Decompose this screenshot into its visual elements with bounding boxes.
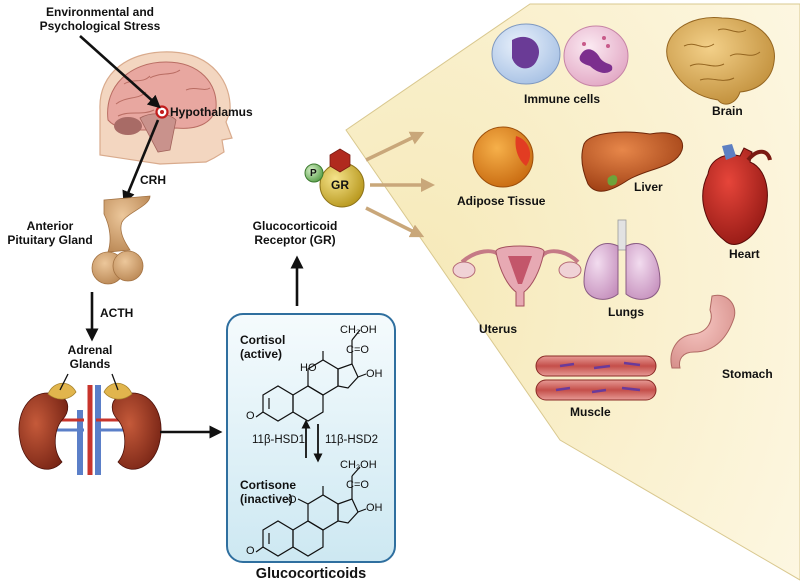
cortisone-o: O — [246, 545, 255, 557]
pituitary-label: Anterior Pituitary Gland — [0, 219, 100, 247]
liver-label: Liver — [634, 180, 663, 194]
crh-arrow — [122, 119, 160, 205]
cortisone-oh: OH — [366, 502, 383, 514]
stress-arrow — [79, 35, 161, 109]
phospho-badge-label: P — [310, 168, 317, 179]
adrenal-pointer-left — [59, 373, 69, 391]
hsd2-label: 11β-HSD2 — [325, 434, 379, 446]
brain-label: Brain — [712, 104, 743, 118]
lungs-label: Lungs — [608, 305, 644, 319]
heart-illustration — [702, 144, 772, 245]
adrenal-label: Adrenal Glands — [40, 343, 140, 371]
cortisone-co: C=O — [346, 479, 369, 491]
adipose-label: Adipose Tissue — [457, 194, 546, 208]
muscle-label: Muscle — [570, 405, 611, 419]
receptor-illustration — [304, 148, 365, 208]
adrenal-line1: Adrenal — [67, 343, 113, 357]
lungs-illustration — [583, 219, 661, 300]
head-brain-illustration — [99, 51, 233, 165]
heart-label: Heart — [729, 247, 760, 261]
cortisol-co: C=O — [346, 344, 369, 356]
cortisol-ho: HO — [300, 362, 317, 374]
pituitary-line1: Anterior — [26, 219, 74, 233]
crh-label: CRH — [140, 173, 166, 187]
cortisone-structure — [255, 466, 367, 557]
adrenal-kidney-illustration — [18, 382, 162, 475]
acth-label: ACTH — [100, 306, 134, 320]
adrenal-pointer-right — [111, 373, 119, 391]
glucocorticoids-title: Glucocorticoids — [255, 566, 367, 582]
immune-cells-label: Immune cells — [524, 92, 601, 106]
uterus-label: Uterus — [479, 322, 518, 336]
cortisol-o: O — [246, 410, 255, 422]
receptor-line2: Receptor (GR) — [254, 233, 336, 247]
muscle-illustration — [535, 355, 657, 401]
adipose-illustration — [472, 126, 534, 188]
brain-illustration — [666, 17, 775, 105]
cortisol-name: Cortisol — [240, 333, 286, 347]
stomach-illustration — [670, 294, 736, 369]
ligand-hexagon — [329, 148, 351, 173]
hypothalamus-label: Hypothalamus — [170, 105, 253, 119]
cortisol-label: Cortisol (active) — [240, 333, 285, 361]
hsd1-label: 11β-HSD1 — [252, 434, 306, 446]
receptor-target-arrows — [365, 131, 435, 238]
cortisone-keto-o: O — [288, 494, 297, 506]
stomach-label: Stomach — [722, 367, 773, 381]
target-tissues-panel — [345, 3, 800, 581]
cortisol-state: (active) — [240, 347, 283, 361]
gr-badge-label: GR — [331, 178, 349, 192]
cortisone-label: Cortisone (inactive) — [240, 478, 296, 506]
receptor-line1: Glucocorticoid — [252, 219, 338, 233]
cortisol-structure — [255, 329, 367, 422]
liver-illustration — [581, 131, 684, 192]
stress-source-line2: Psychological Stress — [39, 19, 161, 33]
pituitary-gland-illustration — [91, 195, 151, 285]
cortisol-ch2oh: CH₂OH — [340, 324, 377, 336]
pituitary-line2: Pituitary Gland — [7, 233, 93, 247]
cortisol-oh: OH — [366, 368, 383, 380]
cortisone-state: (inactive) — [240, 492, 293, 506]
stress-source-label: Environmental and Psychological Stress — [20, 5, 180, 33]
adrenal-line2: Glands — [69, 357, 111, 371]
cortisone-ch2oh: CH₂OH — [340, 459, 377, 471]
receptor-label: Glucocorticoid Receptor (GR) — [235, 219, 355, 247]
uterus-illustration — [452, 245, 582, 307]
immune-cells-illustration — [491, 23, 629, 87]
stress-source-line1: Environmental and — [45, 5, 155, 19]
cortisone-name: Cortisone — [240, 478, 297, 492]
